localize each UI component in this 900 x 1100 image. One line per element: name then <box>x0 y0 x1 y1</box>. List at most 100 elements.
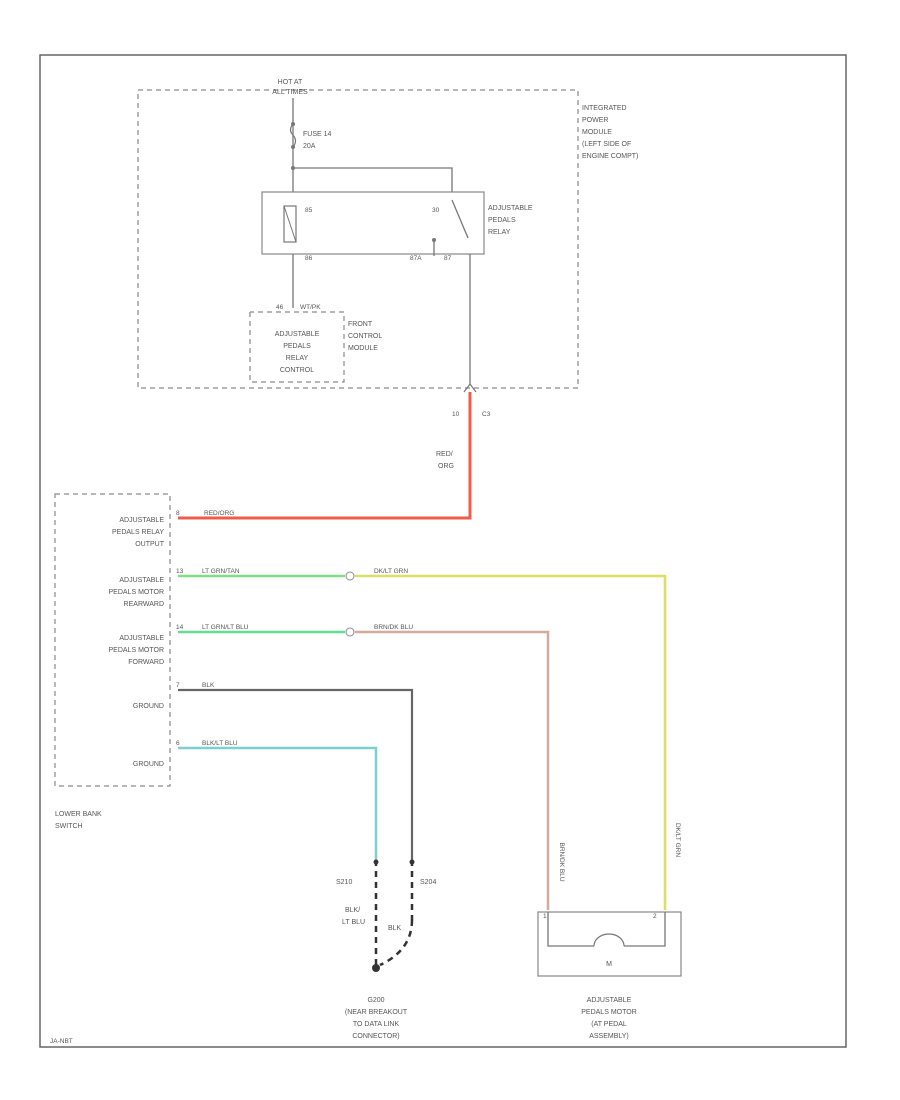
switch-row-1-label-3: OUTPUT <box>135 541 165 548</box>
inline-connector-rear <box>345 571 355 581</box>
switch-row-3-pin: 14 <box>176 624 184 631</box>
motor-pin-left: 1 <box>543 913 547 920</box>
connector-wire-color-2: ORG <box>438 463 454 470</box>
switch-row-5-pin: 6 <box>176 740 180 747</box>
motor-name-1: ADJUSTABLE <box>587 997 632 1004</box>
switch-name-1: LOWER BANK <box>55 811 102 818</box>
motor-pin-right: 2 <box>653 913 657 920</box>
front-control-module: 46 WT/PK ADJUSTABLE PEDALS RELAY CONTROL… <box>249 304 382 383</box>
motor-symbol <box>593 933 625 947</box>
connector-c3-name: C3 <box>482 411 491 418</box>
splice-s204-label: S204 <box>420 879 436 886</box>
switch-row-4-label: GROUND <box>133 703 164 710</box>
switch-row-1-pin: 8 <box>176 510 180 517</box>
relay-pin-87a: 87A <box>410 255 422 262</box>
switch-row-3-wire: LT GRN/LT BLU <box>202 624 249 631</box>
motor-name-4: ASSEMBLY) <box>589 1033 629 1040</box>
switch-name-2: SWITCH <box>55 823 83 830</box>
fuse-amp-label: 20A <box>303 143 316 150</box>
switch-row-4-pin: 7 <box>176 682 180 689</box>
switch-outline <box>54 493 171 787</box>
ipm-title-line-5: ENGINE COMPT) <box>582 153 638 160</box>
switch-row-4-wire: BLK <box>202 682 215 689</box>
motor-box <box>537 911 682 977</box>
switch-row-2-label-1: ADJUSTABLE <box>119 577 164 584</box>
relay-label-3: RELAY <box>488 229 511 236</box>
relay-pin-87: 87 <box>444 255 452 262</box>
wire-dk-lt-grn <box>355 574 667 910</box>
relay-pin-87-left: 86 <box>305 255 313 262</box>
ipm-all-times-label: ALL TIMES <box>272 89 308 96</box>
wire-red-org <box>178 392 472 520</box>
lower-bank-switch: LOWER BANK SWITCH ADJUSTABLE PEDALS RELA… <box>54 493 413 830</box>
ipm-hot-at-label: HOT AT <box>278 79 303 86</box>
wire-blk-lt-blu <box>178 746 378 860</box>
ipm-title-line-3: MODULE <box>582 129 612 136</box>
ground-g200-dot <box>372 964 380 972</box>
ground-desc-3: CONNECTOR) <box>352 1033 399 1040</box>
splice-s204-dot <box>409 859 415 865</box>
switch-row-2-pin: 13 <box>176 568 184 575</box>
inline-connector-fwd <box>345 627 355 637</box>
connector-c3-symbol <box>463 383 477 393</box>
splice-s210-dot <box>373 859 379 865</box>
fcm-inner-label-4: CONTROL <box>280 367 314 374</box>
fcm-pin-wire: WT/PK <box>300 304 321 311</box>
switch-row-2-wire: LT GRN/TAN <box>202 568 240 575</box>
motor-wire-right: DK/LT GRN <box>674 823 681 857</box>
switch-row-1-wire: RED/ORG <box>204 510 234 517</box>
diagram-frame <box>39 54 847 1048</box>
relay-switch-arm <box>451 199 469 239</box>
switch-row-1-label-1: ADJUSTABLE <box>119 517 164 524</box>
splice-right-wire: BLK <box>388 925 402 932</box>
fcm-outline <box>249 311 345 383</box>
connector-c3: 10 C3 RED/ ORG <box>436 383 491 470</box>
switch-row-3-label-3: FORWARD <box>128 659 164 666</box>
s204-to-ground-dash <box>379 919 414 967</box>
switch-row-1-label-2: PEDALS RELAY <box>112 529 164 536</box>
splice-s210-label: S210 <box>336 879 352 886</box>
switch-row-2-label-2: PEDALS MOTOR <box>109 589 165 596</box>
relay-pin-85: 85 <box>305 207 313 214</box>
ground-name: G200 <box>367 997 384 1004</box>
motor-internal-wire-right <box>624 912 666 947</box>
fcm-name-2: CONTROL <box>348 333 382 340</box>
wire-brn-dk-blu <box>355 630 550 910</box>
ground-desc-1: (NEAR BREAKOUT <box>345 1009 408 1016</box>
pedals-motor: 1 2 M BRN/DK BLU DK/LT GRN ADJUSTABLE PE… <box>537 823 682 1040</box>
ground-desc-2: TO DATA LINK <box>353 1021 400 1028</box>
relay-label-2: PEDALS <box>488 217 516 224</box>
relay-box <box>261 191 485 255</box>
fcm-inner-label-2: PEDALS <box>283 343 311 350</box>
ground-splices: S210 S204 BLK/ LT BLU BLK G200 (NEAR BRE… <box>336 859 436 1040</box>
fuse-symbol <box>289 123 297 148</box>
ipm-outline <box>137 89 579 389</box>
ipm-title-line-4: (LEFT SIDE OF <box>582 141 631 148</box>
ipm-title-line-2: POWER <box>582 117 608 124</box>
fuse-label: FUSE 14 <box>303 131 332 138</box>
switch-row-3-label-1: ADJUSTABLE <box>119 635 164 642</box>
connector-c3-pin: 10 <box>452 411 460 418</box>
relay-label-1: ADJUSTABLE <box>488 205 533 212</box>
splice-left-wire-1: BLK/ <box>345 907 360 914</box>
wires <box>178 392 667 910</box>
switch-row-3-wire-2: BRN/DK BLU <box>374 624 413 631</box>
fcm-pin-number: 46 <box>276 304 284 311</box>
switch-row-5-wire: BLK/LT BLU <box>202 740 238 747</box>
switch-row-2-label-3: REARWARD <box>124 601 164 608</box>
fcm-name-3: MODULE <box>348 345 378 352</box>
relay-pin-30: 30 <box>432 207 440 214</box>
fcm-inner-label-1: ADJUSTABLE <box>275 331 320 338</box>
switch-row-2-wire-2: DK/LT GRN <box>374 568 408 575</box>
motor-name-2: PEDALS MOTOR <box>581 1009 637 1016</box>
ipm-title-line-1: INTEGRATED <box>582 105 627 112</box>
splice-left-wire-2: LT BLU <box>342 919 365 926</box>
switch-row-5-label: GROUND <box>133 761 164 768</box>
motor-name-3: (AT PEDAL <box>591 1021 627 1028</box>
wire-blk <box>178 688 414 860</box>
motor-symbol-label: M <box>606 961 612 968</box>
integrated-power-module: HOT AT ALL TIMES INTEGRATED POWER MODULE… <box>137 79 638 389</box>
relay-coil <box>283 205 297 243</box>
motor-internal-wire <box>547 912 594 947</box>
